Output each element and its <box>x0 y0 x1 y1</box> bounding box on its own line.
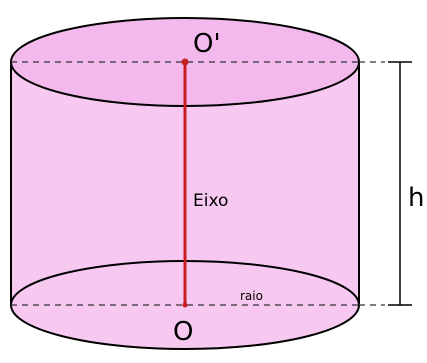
height-bracket <box>388 61 412 306</box>
height-label: h <box>408 183 424 213</box>
top-center-dot <box>181 58 189 66</box>
axis-label: Eixo <box>193 191 228 211</box>
top-center-label: O' <box>193 29 221 59</box>
bottom-center-dot <box>182 302 188 308</box>
bottom-center-label: O <box>173 317 193 347</box>
radius-label: raio <box>240 289 263 303</box>
